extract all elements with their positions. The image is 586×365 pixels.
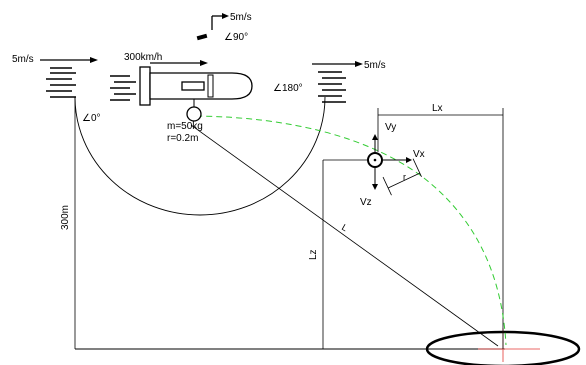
lz-label: Lz — [308, 249, 319, 260]
vy-arrowhead — [372, 134, 378, 140]
vx-label: Vx — [413, 149, 425, 160]
vy-label: Vy — [385, 122, 396, 133]
wind-lines-left — [46, 67, 76, 98]
vx-arrowhead — [406, 157, 412, 163]
speed-label: 300km/h — [124, 52, 162, 63]
angle-180-label: ∠180° — [273, 83, 303, 94]
vz-label: Vz — [360, 197, 372, 208]
height-label: 300m — [60, 205, 71, 230]
angle-90-label: ∠90° — [224, 32, 248, 43]
r-small-label: r — [403, 172, 406, 182]
wind-top-label: 5m/s — [230, 12, 252, 23]
wind-lines-right — [318, 71, 346, 103]
vz-arrowhead — [372, 184, 378, 190]
payload-mass-label: m=50kg — [167, 121, 203, 132]
wind-arrowhead-left — [90, 57, 98, 63]
speed-arrowhead — [200, 60, 208, 66]
angle-arc — [74, 96, 326, 216]
payload-release — [186, 106, 202, 122]
top-wind-marker — [196, 13, 229, 41]
wind-lines-aircraft — [110, 75, 136, 101]
wind-left-label: 5m/s — [12, 54, 34, 65]
lx-label: Lx — [432, 103, 443, 114]
aircraft-body — [139, 66, 253, 106]
wind-right-label: 5m/s — [364, 60, 386, 71]
l-diagonal — [190, 124, 499, 347]
wind-arrowhead-right — [355, 61, 363, 67]
r-dimension — [382, 158, 422, 196]
payload-radius-label: r=0.2m — [167, 133, 198, 144]
angle-0-label: ∠0° — [82, 113, 101, 124]
l-label: L — [340, 222, 349, 233]
payload-flight-center — [373, 158, 377, 162]
trajectory-curve — [195, 115, 507, 346]
